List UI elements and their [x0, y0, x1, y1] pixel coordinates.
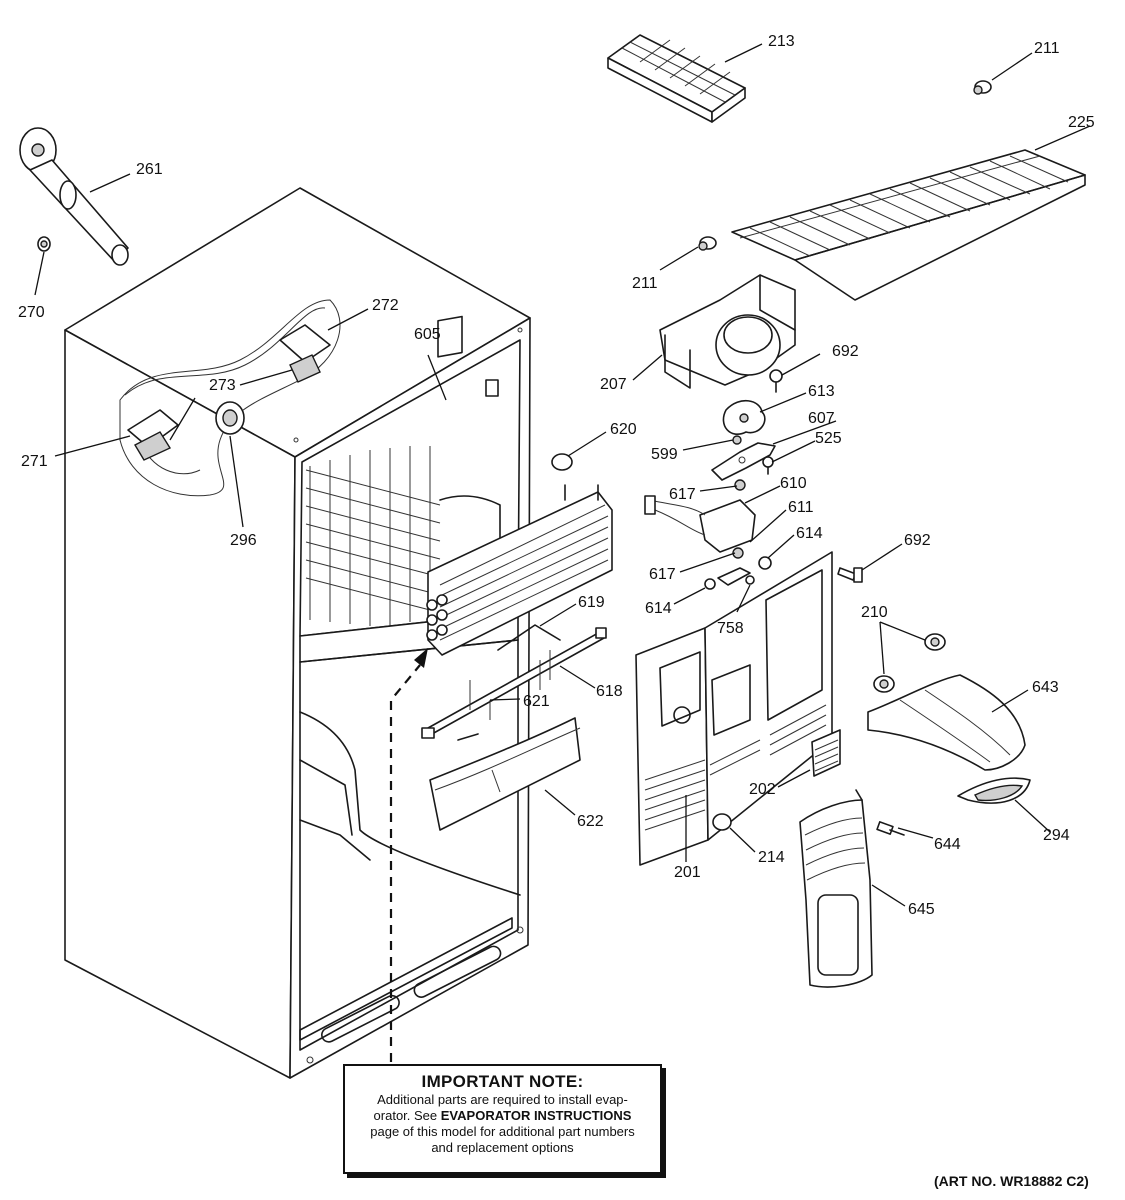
part-214-plug	[712, 813, 732, 831]
callout-614: 614	[796, 525, 823, 542]
note-line-4: and replacement options	[431, 1140, 574, 1155]
part-692-screw	[769, 369, 783, 393]
callout-618: 618	[596, 683, 623, 700]
part-618-defrost-heater	[421, 624, 607, 741]
part-645-duct-cover	[799, 789, 873, 988]
callout-214: 214	[758, 849, 785, 866]
part-evaporator	[426, 484, 613, 656]
callout-605: 605	[414, 326, 441, 343]
callout-617-lower: 617	[649, 566, 676, 583]
wire-harness	[119, 299, 341, 497]
callout-213: 213	[768, 33, 795, 50]
callout-622: 622	[577, 813, 604, 830]
part-211-shelf-supports	[698, 80, 992, 251]
part-213-ice-tray	[607, 34, 746, 123]
part-607-fan-bracket	[711, 435, 776, 481]
part-525-screw	[762, 456, 774, 475]
note-line-3: page of this model for additional part n…	[370, 1124, 635, 1139]
part-261-fill-tube	[19, 127, 129, 266]
callout-225: 225	[1068, 114, 1095, 131]
callout-607: 607	[808, 410, 835, 427]
evaporator-install-arrow	[389, 648, 428, 1062]
part-210-clips	[873, 633, 946, 693]
callout-692-right: 692	[904, 532, 931, 549]
callout-611: 611	[788, 499, 814, 516]
callout-210: 210	[861, 604, 888, 621]
leader-lines	[34, 43, 1091, 907]
callout-211-lower: 211	[632, 275, 658, 292]
callout-272: 272	[372, 297, 399, 314]
callout-211: 211	[1034, 40, 1060, 57]
art-number: (ART NO. WR18882 C2)	[934, 1173, 1089, 1189]
callout-692: 692	[832, 343, 859, 360]
callout-620: 620	[610, 421, 637, 438]
callout-273: 273	[209, 377, 236, 394]
callout-614-lower: 614	[645, 600, 672, 617]
callout-201: 201	[674, 864, 701, 881]
note-title: IMPORTANT NOTE:	[421, 1072, 584, 1091]
part-692-screw-right	[837, 567, 863, 583]
callout-617: 617	[669, 486, 696, 503]
callout-261: 261	[136, 161, 163, 178]
callout-644: 644	[934, 836, 961, 853]
callout-621: 621	[523, 693, 550, 710]
callout-643: 643	[1032, 679, 1059, 696]
part-613-fan-blade	[722, 400, 766, 435]
note-line-2-prefix: orator. See	[373, 1108, 441, 1123]
callout-294: 294	[1043, 827, 1070, 844]
part-614-grommets	[704, 556, 772, 590]
part-201-evaporator-cover	[635, 551, 833, 866]
note-evaporator-instructions: EVAPORATOR INSTRUCTIONS	[440, 1108, 632, 1123]
callout-207: 207	[600, 376, 627, 393]
refrigerator-cabinet	[64, 187, 531, 1079]
callout-271: 271	[21, 453, 48, 470]
callout-525: 525	[815, 430, 842, 447]
callout-labels: 213 211 225 261 270 272 605 273 271 296 …	[18, 33, 1095, 918]
part-207-fan-shroud	[659, 274, 796, 389]
note-line-1: Additional parts are required to install…	[377, 1092, 628, 1107]
callout-599: 599	[651, 446, 678, 463]
callout-619: 619	[578, 594, 605, 611]
part-644-screw	[876, 821, 905, 836]
note-line-2: orator. See EVAPORATOR INSTRUCTIONS	[345, 1108, 660, 1124]
important-note-box: IMPORTANT NOTE: Additional parts are req…	[343, 1064, 662, 1174]
part-620-cap	[551, 453, 573, 471]
part-643-light-cover	[867, 674, 1026, 771]
callout-645: 645	[908, 901, 935, 918]
part-622-drain-trough	[429, 717, 581, 831]
part-225-wire-shelf	[731, 149, 1086, 301]
callout-613: 613	[808, 383, 835, 400]
callout-202: 202	[749, 781, 776, 798]
part-202-grille	[811, 729, 841, 777]
part-610-fan-motor	[644, 479, 756, 559]
callout-610: 610	[780, 475, 807, 492]
part-294-lens	[957, 777, 1031, 804]
callout-270: 270	[18, 304, 45, 321]
callout-296: 296	[230, 532, 257, 549]
callout-758: 758	[717, 620, 744, 637]
